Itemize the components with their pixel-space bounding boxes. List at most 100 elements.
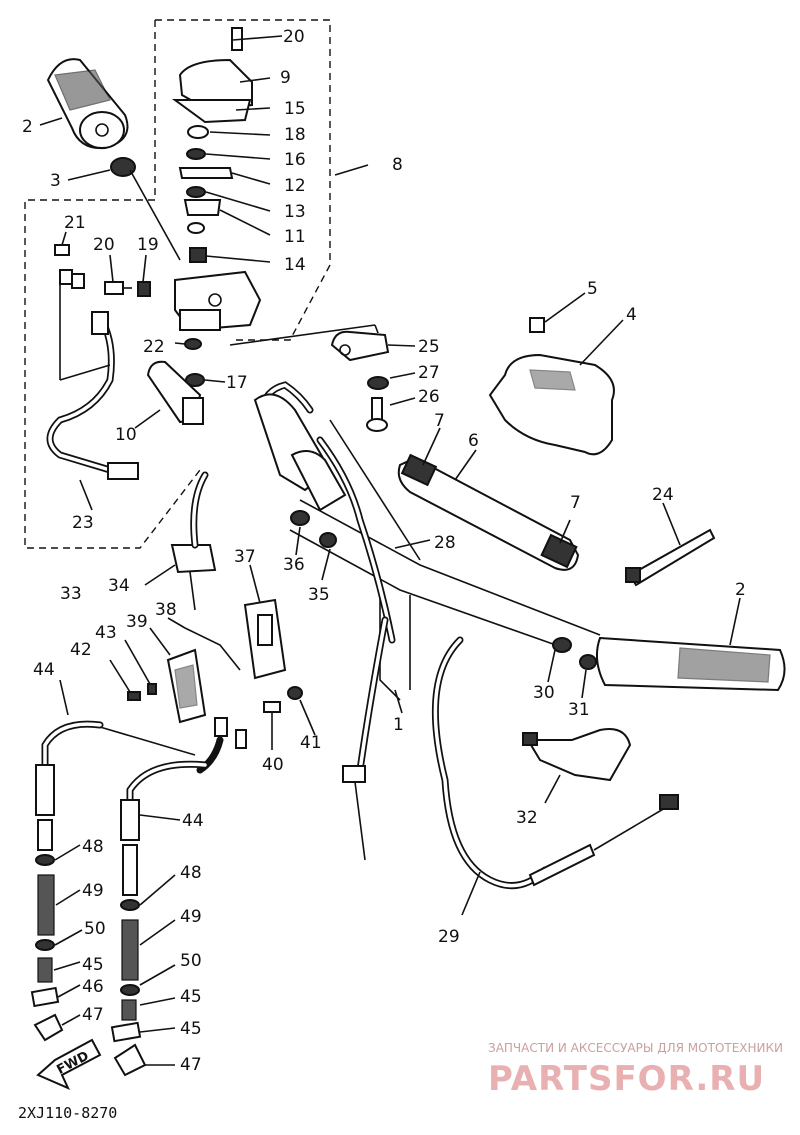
label-1: 1 xyxy=(393,715,404,735)
throttle-lever-part xyxy=(146,360,204,425)
screw-43-part xyxy=(147,683,157,695)
screw-42-part xyxy=(127,691,141,701)
nut-31-part xyxy=(579,654,597,670)
nut-36-part xyxy=(290,510,310,526)
label-4: 4 xyxy=(626,305,637,325)
label-14: 14 xyxy=(284,255,306,275)
label-24: 24 xyxy=(652,485,674,505)
label-37: 37 xyxy=(234,547,256,567)
washer-27-part xyxy=(367,376,389,390)
label-29: 29 xyxy=(438,927,460,947)
handlebar-pad-part xyxy=(397,427,580,571)
label-48-left: 48 xyxy=(82,837,104,857)
handlebar-cover-part xyxy=(488,319,624,456)
adjuster-30-part xyxy=(552,637,572,653)
label-7-bottom: 7 xyxy=(570,493,581,513)
label-38: 38 xyxy=(155,600,177,620)
nut-19-part xyxy=(137,281,151,297)
label-15: 15 xyxy=(284,99,306,119)
switch-39-part xyxy=(149,627,207,724)
label-47-left: 47 xyxy=(82,1005,104,1025)
label-44-left: 44 xyxy=(33,660,55,680)
label-42: 42 xyxy=(70,640,92,660)
bolt-26-part xyxy=(366,397,416,432)
washer-22-part xyxy=(184,338,202,350)
label-10: 10 xyxy=(115,425,137,445)
drawing-code: 2XJ110-8270 xyxy=(18,1104,117,1122)
label-33: 33 xyxy=(60,584,82,604)
label-35: 35 xyxy=(308,585,330,605)
clamp-25-part xyxy=(229,324,416,362)
label-32: 32 xyxy=(516,808,538,828)
adjuster-stack-left xyxy=(30,764,83,1042)
label-39: 39 xyxy=(126,612,148,632)
label-21: 21 xyxy=(64,213,86,233)
cable-tie-part xyxy=(625,502,716,587)
label-18: 18 xyxy=(284,125,306,145)
fwd-arrow-icon: FWD xyxy=(36,1038,102,1090)
adjuster-stack-right xyxy=(110,799,176,1077)
switch-wire-part xyxy=(46,311,139,480)
nut-35-part xyxy=(319,532,337,548)
label-22: 22 xyxy=(143,337,165,357)
kill-switch-part xyxy=(144,471,217,611)
label-27: 27 xyxy=(418,363,440,383)
label-9: 9 xyxy=(280,68,291,88)
throttle-housing-group-outline xyxy=(24,19,331,549)
grip-assembly-part xyxy=(253,393,347,512)
lever-bracket-37-part xyxy=(243,564,287,680)
watermark-brand: PARTSFOR.RU xyxy=(488,1059,765,1099)
label-49-right: 49 xyxy=(180,907,202,927)
label-12: 12 xyxy=(284,176,306,196)
grip-end-cap-part xyxy=(110,157,136,177)
label-31: 31 xyxy=(568,700,590,720)
label-45-right: 45 xyxy=(180,987,202,1007)
label-43: 43 xyxy=(95,623,117,643)
label-3: 3 xyxy=(50,171,61,191)
label-2-right: 2 xyxy=(735,580,746,600)
label-23: 23 xyxy=(72,513,94,533)
throttle-housing-part xyxy=(174,270,262,332)
cable-29-part xyxy=(431,636,679,916)
hose-44-right-part xyxy=(126,760,209,821)
label-41: 41 xyxy=(300,733,322,753)
bolt-40-part xyxy=(263,701,281,750)
throttle-cover-stack xyxy=(171,27,253,263)
label-6: 6 xyxy=(468,431,479,451)
label-5: 5 xyxy=(587,279,598,299)
label-7-top: 7 xyxy=(434,411,445,431)
label-2-left: 2 xyxy=(22,117,33,137)
part-labels: 20 9 15 18 16 12 13 11 14 8 2 3 21 20 19… xyxy=(22,27,746,1075)
left-grip-part xyxy=(46,58,129,150)
label-49-left: 49 xyxy=(82,881,104,901)
right-grip-part xyxy=(595,597,786,692)
watermark-logo: ЗАПЧАСТИ И АКСЕССУАРЫ ДЛЯ МОТОТЕХНИКИ PA… xyxy=(488,1041,783,1099)
label-47-right: 47 xyxy=(180,1055,202,1075)
label-45-right-lower: 45 xyxy=(180,1019,202,1039)
nut-17-part xyxy=(185,373,205,387)
label-11: 11 xyxy=(284,227,306,247)
label-36: 36 xyxy=(283,555,305,575)
cable-1-part xyxy=(342,616,403,861)
label-46-left: 46 xyxy=(82,977,104,997)
screw-5-part xyxy=(529,292,586,333)
lever-holder-part xyxy=(522,728,632,804)
watermark-tagline: ЗАПЧАСТИ И АКСЕССУАРЫ ДЛЯ МОТОТЕХНИКИ xyxy=(488,1041,783,1055)
label-25: 25 xyxy=(418,337,440,357)
label-13: 13 xyxy=(284,202,306,222)
label-44-right: 44 xyxy=(182,811,204,831)
label-26: 26 xyxy=(418,387,440,407)
lever-38-part xyxy=(167,617,241,671)
label-28: 28 xyxy=(434,533,456,553)
label-16: 16 xyxy=(284,150,306,170)
label-48-right: 48 xyxy=(180,863,202,883)
label-50-right: 50 xyxy=(180,951,202,971)
label-45-left: 45 xyxy=(82,955,104,975)
label-30: 30 xyxy=(533,683,555,703)
label-40: 40 xyxy=(262,755,284,775)
label-8: 8 xyxy=(392,155,403,175)
nut-41-part xyxy=(287,686,303,700)
label-20b: 20 xyxy=(93,235,115,255)
